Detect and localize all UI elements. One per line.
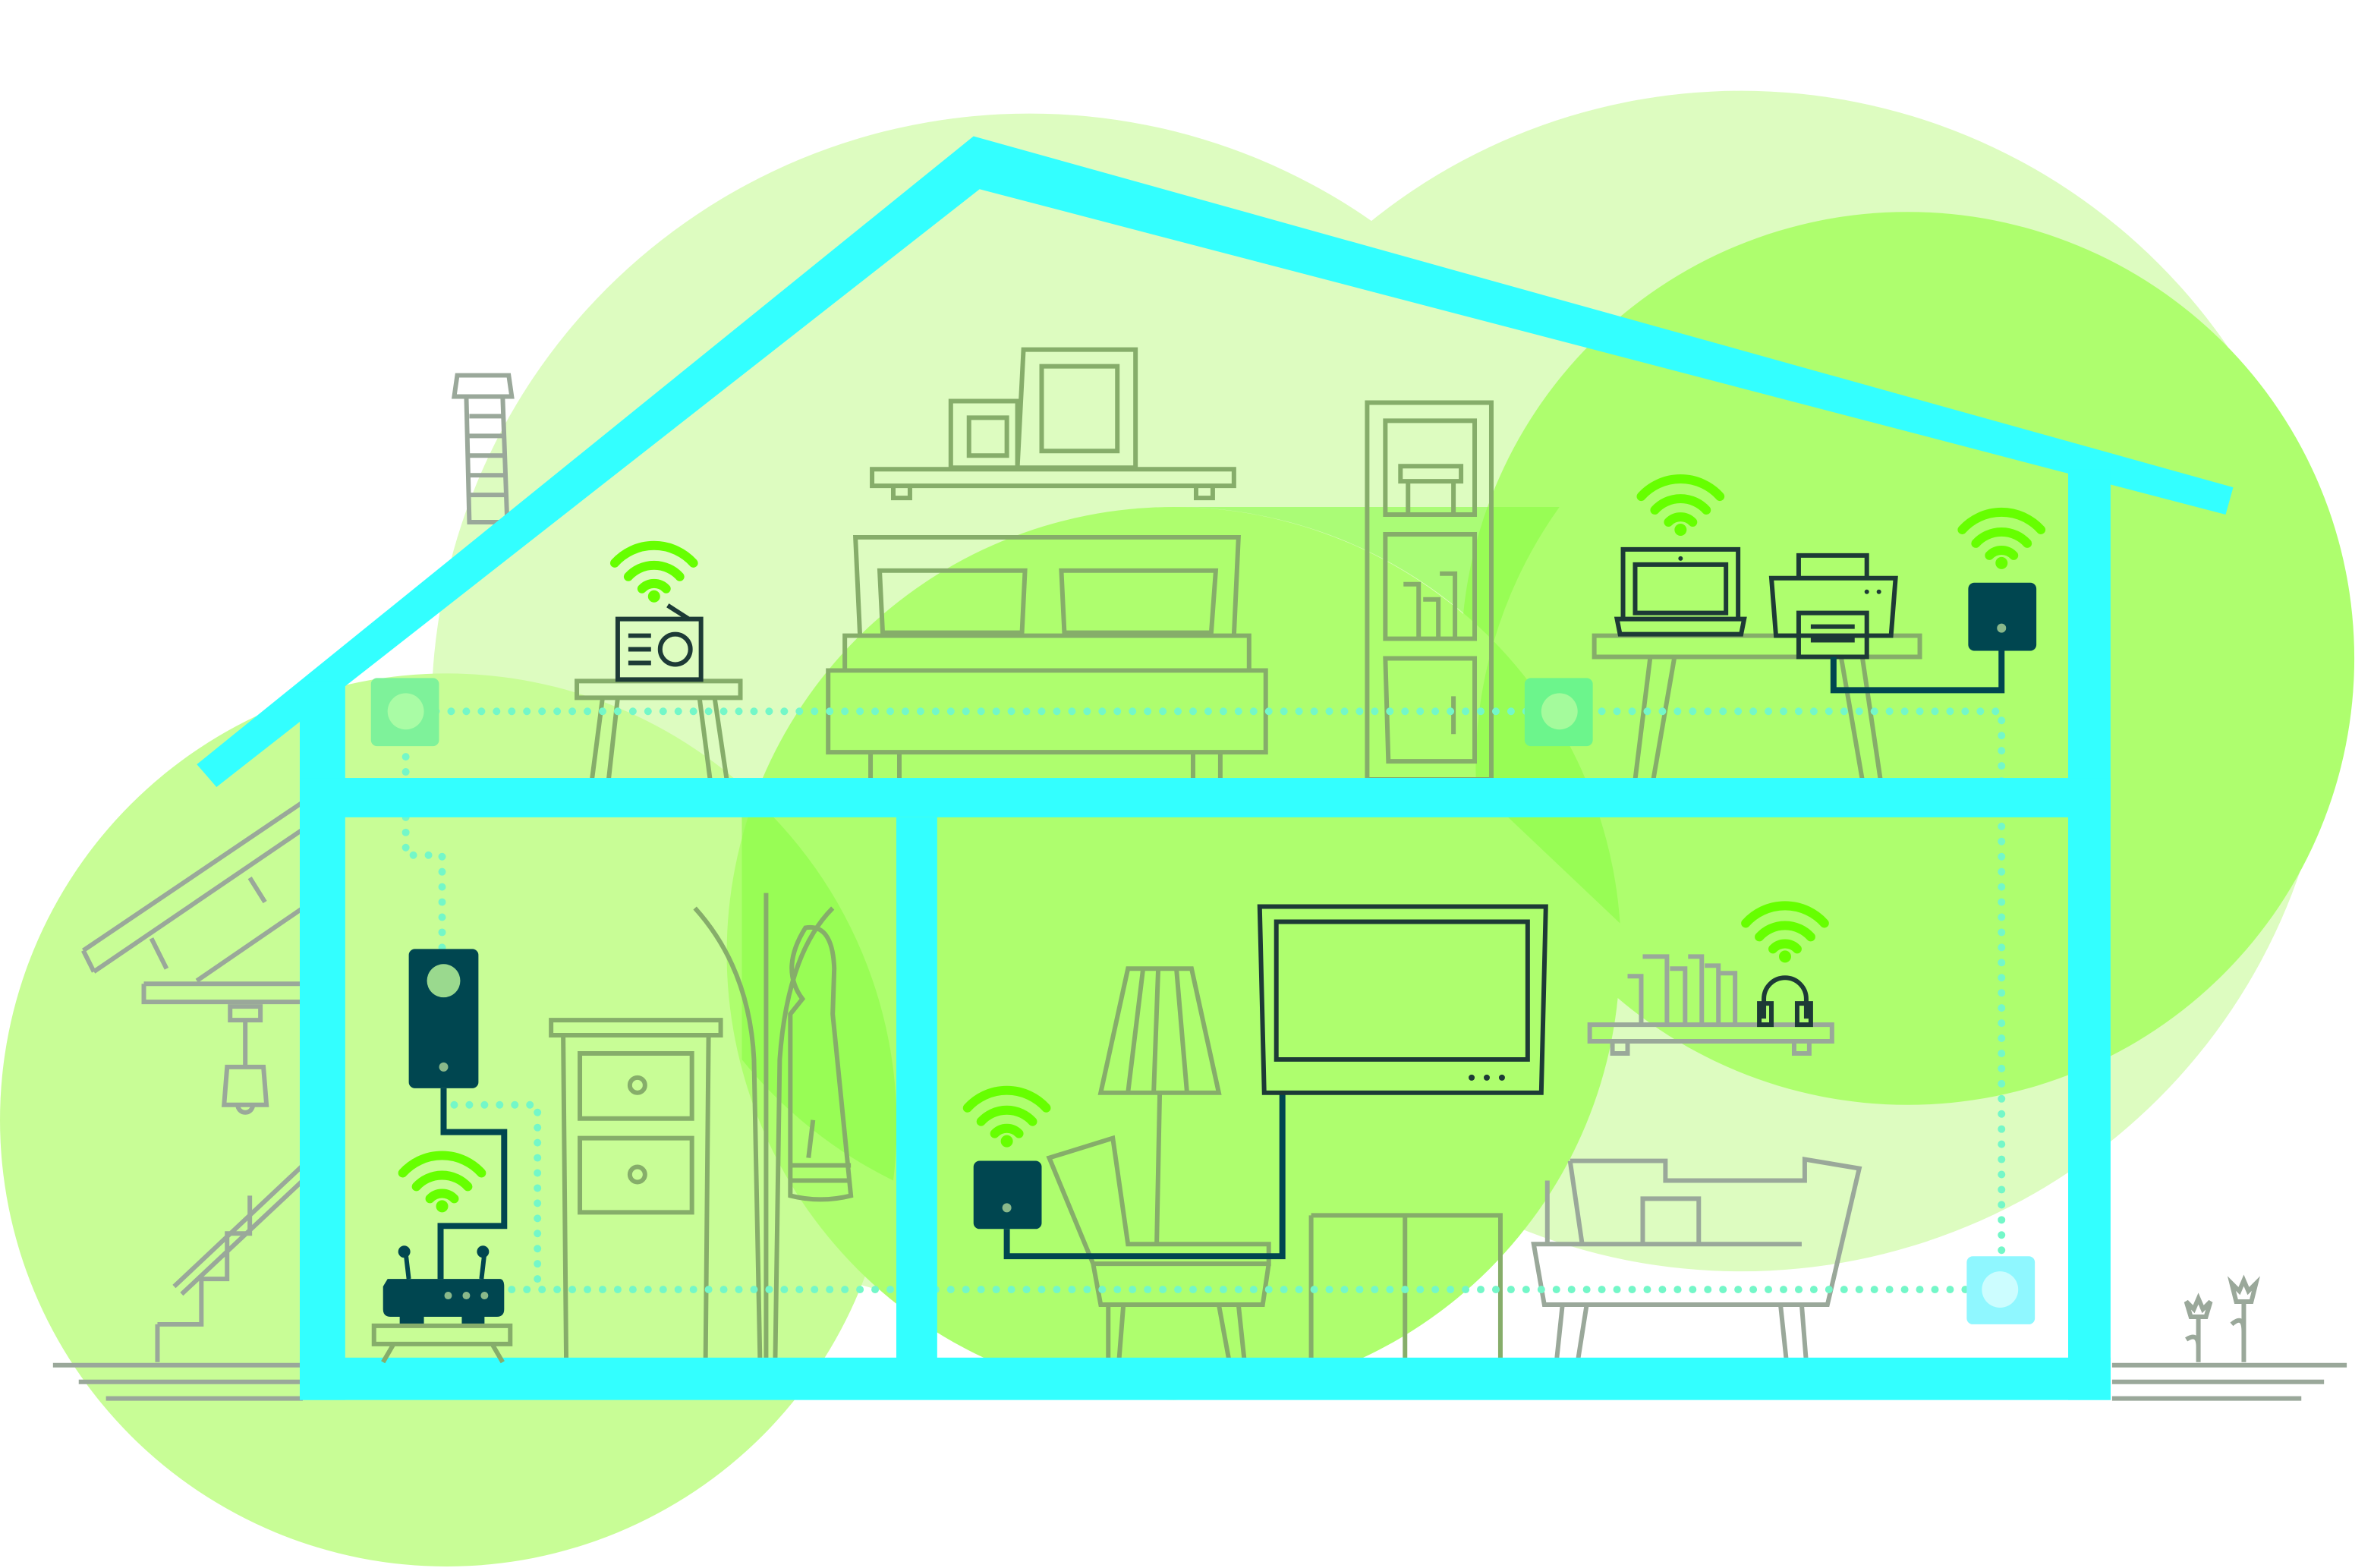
right-wall [2068,469,2111,1400]
powerline-adapter-icon [408,949,479,1088]
ground-floor-slab [299,1357,2111,1400]
wall-socket-icon [370,678,439,747]
drawer-knob [627,1075,647,1095]
sofa [1531,1157,1862,1363]
wall-socket-icon [1966,1256,2036,1324]
chimney [452,373,515,524]
desk [1592,633,1922,780]
hanging-lamp [222,1004,269,1115]
upper-floor-slab [299,778,2111,817]
upper-floor-furniture [575,347,1922,782]
wifi-icon [398,1151,486,1213]
powerline-adapter-icon [1968,582,2037,651]
solar-panel [81,800,304,1005]
wifi-icon [1741,901,1829,963]
stairs [155,1163,305,1362]
wall-sockets [370,678,2036,1324]
interior-wall [896,817,937,1362]
bed [826,534,1268,780]
radio-icon [615,603,704,682]
laptop-icon [1614,546,1747,637]
tv-icon [1257,904,1548,1095]
wifi-icon [1636,474,1725,536]
roof [197,136,2234,787]
router-stand [371,1323,513,1364]
devices [371,546,2037,1364]
tulip-flowers [2184,1274,2260,1362]
wifi-signals [398,474,2046,1213]
ethernet-cable [1830,647,2005,694]
router-icon [383,1245,505,1324]
ethernet-cable [1003,1092,1286,1260]
armchair [1046,1135,1271,1363]
dresser [549,1018,723,1362]
wifi-icon [962,1085,1051,1148]
ground-lines [52,1362,2347,1401]
coverage-zone [726,507,1620,1400]
book-shelf [1587,954,1834,1056]
floor-lamp [1097,966,1222,1245]
house-frame [197,136,2234,1400]
lower-floor-furniture [549,893,1862,1363]
wifi-icon [1957,508,2046,569]
picture-frames [948,347,1138,471]
headphones-icon [1757,975,1813,1028]
ethernet-cable [437,1088,508,1280]
wifi-icon [609,540,698,603]
side-table [575,679,743,780]
wall-socket-icon [1524,678,1593,747]
printer-icon [1768,553,1898,660]
drawer-knob [627,1164,647,1185]
coat-rack [693,893,854,1362]
outside-decor [52,373,2347,1401]
powerline-adapter-icon [973,1160,1042,1230]
coverage-areas [0,90,2355,1567]
